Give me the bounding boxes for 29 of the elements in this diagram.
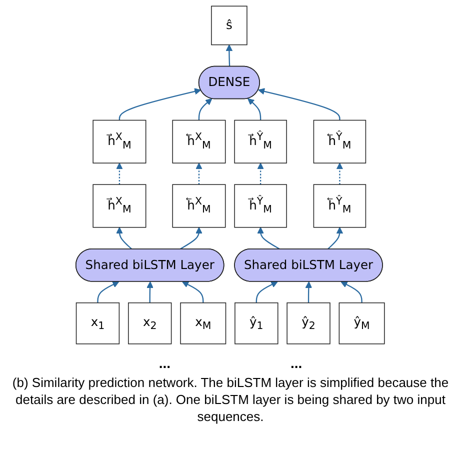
node-box: x$_{2}$: [128, 302, 172, 344]
arrow: [258, 88, 341, 120]
node-box: ŷ$_{1}$: [234, 302, 279, 344]
arrow: [336, 162, 344, 185]
ellipsis-text: ...: [290, 355, 302, 371]
node-box: x$_{M}$: [180, 302, 226, 344]
arrow: [119, 88, 202, 120]
arrow: [328, 227, 344, 250]
arrow: [256, 281, 278, 303]
node-box: ŷ$_{2}$: [287, 302, 331, 344]
figure-caption: (b) Similarity prediction network. The biLSTM layer is simplified because the details are described in (a). One biLSTM layer is being shared by two input sequences.: [11, 374, 450, 426]
arrow: [182, 281, 204, 303]
arrow: [341, 281, 363, 303]
ellipsis-text: ...: [158, 355, 170, 371]
node-box: ŷ$_{M}$: [339, 302, 386, 344]
arrow: [180, 227, 203, 250]
arrow: [147, 281, 154, 303]
arrow: [198, 98, 212, 120]
arrow: [306, 281, 312, 303]
arrow: [258, 162, 264, 185]
arrow: [98, 281, 120, 303]
arrow: [196, 162, 203, 185]
node-box: x$_{1}$: [76, 302, 120, 344]
arrow: [248, 98, 262, 120]
arrow: [258, 227, 281, 250]
arrow: [116, 162, 124, 185]
node-box: ŝ: [211, 6, 248, 46]
arrow: [226, 44, 233, 67]
arrow: [116, 227, 133, 250]
